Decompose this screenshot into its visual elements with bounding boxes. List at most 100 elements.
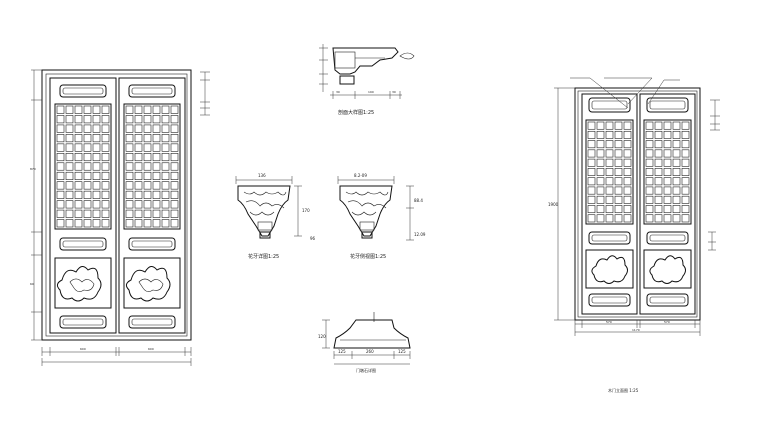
- lattice-cell: [170, 162, 179, 171]
- lattice-cell: [645, 158, 654, 167]
- lattice-cell: [125, 171, 134, 180]
- lattice-cell: [83, 153, 92, 162]
- lattice-cell: [614, 186, 623, 195]
- lattice-cell: [645, 205, 654, 214]
- lattice-cell: [65, 134, 74, 143]
- lattice-cell: [681, 168, 690, 176]
- lattice-cell: [663, 214, 672, 223]
- lattice-cell: [663, 158, 672, 167]
- lattice-cell: [605, 168, 614, 176]
- section-detail: 30 190 30 剖面大样图1:25: [319, 44, 415, 116]
- lattice-cell: [74, 134, 83, 143]
- lattice-cell: [681, 186, 690, 195]
- dim-label: 125: [398, 349, 406, 354]
- lattice-cell: [125, 124, 134, 133]
- lattice-cell: [681, 195, 690, 204]
- lattice-cell: [654, 195, 663, 204]
- lattice-cell: [654, 130, 663, 139]
- lattice-cell: [170, 171, 179, 180]
- lattice-cell: [152, 124, 161, 133]
- lattice-cell: [125, 181, 134, 190]
- lattice-cell: [614, 149, 623, 158]
- lattice-cell: [65, 162, 74, 171]
- lattice-cell: [161, 190, 170, 199]
- lattice-cell: [92, 171, 101, 180]
- lattice-cell: [152, 143, 161, 152]
- lattice-cell: [161, 162, 170, 171]
- lattice-cell: [101, 134, 110, 143]
- lattice-cell: [681, 121, 690, 130]
- lattice-cell: [56, 171, 65, 180]
- lattice-cell: [74, 200, 83, 209]
- lattice-cell: [672, 140, 681, 149]
- lattice-cell: [92, 124, 101, 133]
- lattice-cell: [596, 158, 605, 167]
- lattice-cell: [134, 153, 143, 162]
- lattice-cell: [672, 149, 681, 158]
- lattice-cell: [614, 140, 623, 149]
- lattice-cell: [134, 124, 143, 133]
- carving-label: 花牙侧视图1:25: [350, 253, 386, 260]
- lattice-cell: [663, 186, 672, 195]
- lattice-cell: [143, 209, 152, 218]
- lattice-cell: [101, 171, 110, 180]
- lattice-cell: [92, 143, 101, 152]
- lattice-cell: [143, 105, 152, 114]
- dim-label: 12.09: [414, 232, 426, 237]
- lattice-cell: [101, 115, 110, 124]
- lattice-cell: [56, 190, 65, 199]
- left-door-elevation: 870 60 600 600: [30, 69, 210, 366]
- lattice-cell: [645, 130, 654, 139]
- lattice-cell: [654, 177, 663, 186]
- lattice-cell: [596, 130, 605, 139]
- lattice-cell: [56, 124, 65, 133]
- lattice-cell: [623, 149, 632, 158]
- lattice-cell: [681, 205, 690, 214]
- lattice-cell: [161, 105, 170, 114]
- lattice-cell: [134, 181, 143, 190]
- lattice-cell: [74, 190, 83, 199]
- lattice-cell: [605, 130, 614, 139]
- lattice-cell: [170, 105, 179, 114]
- lattice-cell: [74, 115, 83, 124]
- lattice-cell: [152, 105, 161, 114]
- lattice-cell: [56, 115, 65, 124]
- dim-label: 190: [368, 90, 374, 94]
- lattice-cell: [74, 143, 83, 152]
- lattice-cell: [161, 181, 170, 190]
- lattice-cell: [596, 168, 605, 176]
- lattice-cell: [645, 177, 654, 186]
- dim-total-label: 1170: [632, 328, 640, 332]
- lattice-cell: [596, 205, 605, 214]
- lattice-cell: [152, 162, 161, 171]
- carving-side-detail: 8.2-09 88.4 12.09 花牙侧视图1:25: [337, 173, 426, 260]
- lattice-pattern: [587, 121, 632, 223]
- lattice-cell: [605, 195, 614, 204]
- lattice-cell: [672, 121, 681, 130]
- lattice-cell: [614, 205, 623, 214]
- lattice-cell: [587, 177, 596, 186]
- dim-label: 8.2-09: [354, 173, 367, 178]
- lattice-cell: [605, 140, 614, 149]
- right-door-caption: 木门立面图 1:25: [608, 387, 639, 393]
- lattice-cell: [170, 200, 179, 209]
- lattice-cell: [83, 143, 92, 152]
- lattice-cell: [83, 162, 92, 171]
- lattice-cell: [605, 205, 614, 214]
- lattice-cell: [92, 209, 101, 218]
- lattice-cell: [143, 134, 152, 143]
- lattice-cell: [587, 140, 596, 149]
- lattice-cell: [92, 115, 101, 124]
- lattice-cell: [134, 209, 143, 218]
- lattice-cell: [92, 153, 101, 162]
- lattice-cell: [623, 130, 632, 139]
- lattice-cell: [596, 149, 605, 158]
- lattice-cell: [92, 105, 101, 114]
- lattice-cell: [83, 124, 92, 133]
- dim-side-label: 870: [30, 167, 36, 171]
- dim-label: 88.4: [414, 198, 423, 203]
- lattice-cell: [587, 121, 596, 130]
- lattice-cell: [92, 219, 101, 228]
- lattice-cell: [681, 149, 690, 158]
- lattice-cell: [681, 158, 690, 167]
